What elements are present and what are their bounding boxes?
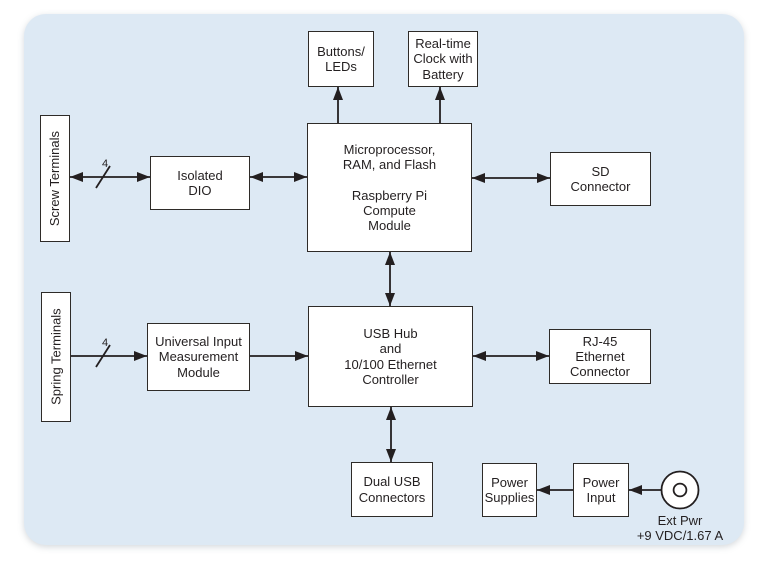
ext-pwr-caption: Ext Pwr +9 VDC/1.67 A [612,513,748,544]
node-label: Buttons/ LEDs [317,43,365,74]
node-sd-connector: SD Connector [550,152,651,206]
node-universal-input-measurement-module: Universal Input Measurement Module [147,323,250,391]
node-isolated-dio: Isolated DIO [150,156,250,210]
node-label: Universal Input Measurement Module [155,334,242,380]
diagram-panel [24,14,744,545]
node-buttons-leds: Buttons/ LEDs [308,31,374,87]
node-label: Screw Terminals [47,130,63,227]
node-label: USB Hub and 10/100 Ethernet Controller [344,326,437,387]
node-label: Spring Terminals [48,308,64,406]
node-dual-usb-connectors: Dual USB Connectors [351,462,433,517]
node-label: Real-time Clock with Battery [413,36,473,82]
ext-pwr-rating: +9 VDC/1.67 A [636,528,724,544]
node-label: Dual USB Connectors [358,474,426,505]
node-power-input: Power Input [573,463,629,517]
node-realtime-clock: Real-time Clock with Battery [408,31,478,87]
ext-pwr-connector-pin-icon [672,482,688,498]
ext-pwr-label: Ext Pwr [657,513,703,528]
node-spring-terminals: Spring Terminals [41,292,71,422]
bus-width-label-spring: 4 [102,337,109,349]
bus-slash-screw [95,165,111,189]
node-label: RJ-45 Ethernet Connector [570,333,630,380]
node-screw-terminals: Screw Terminals [40,115,70,242]
bus-slash-spring [95,344,111,368]
node-usb-hub-ethernet-controller: USB Hub and 10/100 Ethernet Controller [308,306,473,407]
node-microprocessor: Microprocessor, RAM, and Flash Raspberry… [307,123,472,252]
node-label: Microprocessor, RAM, and Flash Raspberry… [342,141,437,233]
bus-width-label-screw: 4 [102,158,109,170]
node-label: Power Input [582,474,620,505]
node-label: Isolated DIO [177,167,223,198]
node-label: Power Supplies [484,474,535,505]
node-power-supplies: Power Supplies [482,463,537,517]
node-label: SD Connector [570,163,631,194]
node-rj45-ethernet-connector: RJ-45 Ethernet Connector [549,329,651,384]
